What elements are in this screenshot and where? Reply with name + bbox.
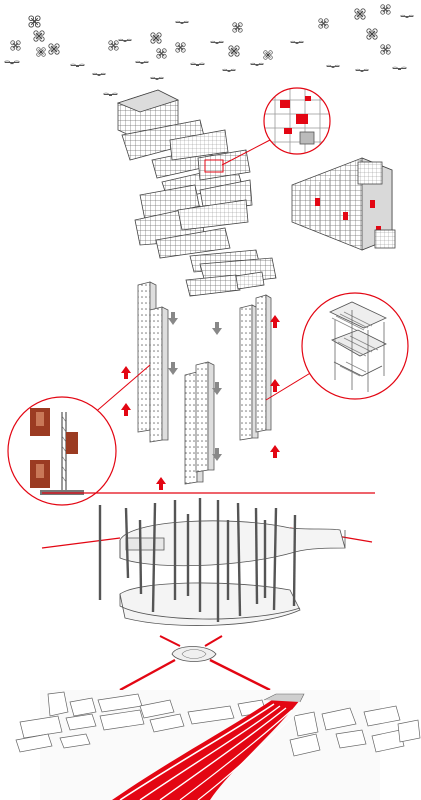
down-arrow-icon [168,312,178,325]
down-arrows [168,312,222,461]
leader-line [221,139,271,166]
drone-side-icon [392,66,407,71]
elevated-ring [41,520,373,626]
drone-icon [175,42,186,53]
leader-line [91,364,151,416]
drone-side-icon [210,40,224,45]
up-arrow-icon [270,445,280,458]
down-arrow-icon [212,382,222,395]
up-arrow-icon [270,315,280,328]
drone-side-icon [4,60,20,65]
drone-side-icon [92,72,106,77]
drone-swarm [4,4,414,97]
drone-icon [108,40,119,51]
drone-icon [36,47,46,57]
drone-icon [156,48,167,59]
drone-side-icon [103,92,118,97]
red-ribbon-streets [112,693,305,800]
drone-icon [318,18,329,29]
drone-icon [10,40,21,51]
drone-side-icon [118,38,132,43]
drone-icon [380,4,391,15]
columns [98,498,297,622]
detail-callout-top [263,87,331,155]
leader-line [265,371,313,401]
drone-icon [366,28,378,40]
down-arrow-icon [212,322,222,335]
drone-icon [48,43,60,55]
up-arrow-icon [156,477,166,490]
drone-side-icon [70,63,85,68]
detail-callout-stairs [301,292,409,400]
up-arrow-icon [121,366,131,379]
drone-side-icon [222,68,236,73]
drone-side-icon [400,14,414,19]
drone-side-icon [326,64,340,69]
landing-disc [119,635,271,692]
drone-icon [228,45,240,57]
drone-icon [28,15,41,28]
detail-callout-elevator [7,396,117,506]
drone-side-icon [150,76,164,81]
up-arrow-icon [270,379,280,392]
modular-cluster [116,89,277,297]
drone-side-icon [290,40,304,45]
drone-side-icon [355,68,369,73]
drone-icon [150,32,162,44]
drone-side-icon [190,62,205,67]
up-arrows [121,315,280,490]
up-arrow-icon [121,403,131,416]
down-arrow-icon [212,448,222,461]
modular-facade [291,157,396,251]
down-arrow-icon [168,362,178,375]
vertical-cores [137,281,272,485]
drone-icon [380,44,391,55]
drone-icon [263,50,273,60]
drone-side-icon [135,60,149,65]
drone-icon [354,8,366,20]
drone-icon [232,22,243,33]
drone-side-icon [175,20,189,25]
drone-icon [33,30,45,42]
drone-side-icon [250,62,264,67]
